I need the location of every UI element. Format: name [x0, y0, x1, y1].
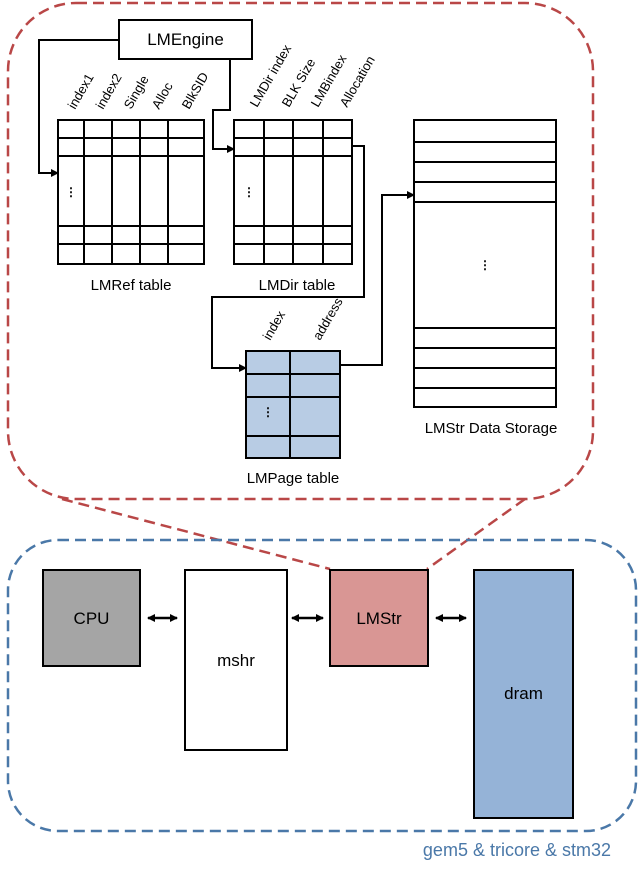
zoom-line-right [426, 497, 526, 571]
storage-label: LMStr Data Storage [425, 420, 558, 437]
lmpage-table-label: LMPage table [247, 470, 340, 487]
lmref-column-single: Single [121, 73, 152, 112]
lmref-table: ⋮ index1 index2 Single Alloc BlkSID LMRe… [57, 70, 212, 294]
lmengine-box: LMEngine [118, 19, 253, 60]
dram-block: dram [473, 569, 574, 819]
lmstr-block: LMStr [329, 569, 429, 667]
lmengine-to-lmref-arrow [38, 39, 119, 177]
lmengine-label: LMEngine [147, 30, 224, 49]
lmpage-ellipsis: ⋮ [262, 405, 274, 419]
lmdir-to-lmpage-arrow [211, 145, 365, 372]
lmstr-data-storage: ⋮ LMStr Data Storage [413, 119, 558, 437]
lmpage-table: ⋮ index address LMPage table [245, 295, 346, 487]
lmref-table-label: LMRef table [91, 277, 172, 294]
lmref-ellipsis: ⋮ [65, 185, 77, 199]
lmpage-to-storage-arrow [340, 191, 415, 366]
sim-boundary [6, 538, 638, 833]
lmref-column-alloc: Alloc [149, 79, 176, 111]
cpu-block: CPU [42, 569, 141, 667]
lmref-column-blksid: BlkSID [179, 70, 212, 112]
lmengine-to-lmdir-arrow [212, 59, 235, 153]
lmpage-column-index: index [260, 308, 289, 343]
lmpage-column-address: address [310, 295, 346, 343]
mshr-block: mshr [184, 569, 288, 751]
cpu-label: CPU [74, 609, 110, 628]
platform-label: gem5 & tricore & stm32 [423, 840, 611, 860]
lm-boundary [6, 1, 595, 501]
lmdir-table: ⋮ LMDir index BLK Size LMBindex Allocati… [233, 42, 378, 294]
mshr-label: mshr [217, 651, 255, 670]
lmref-column-index2: index2 [93, 71, 125, 112]
lmstr-label: LMStr [356, 609, 402, 628]
dram-label: dram [504, 684, 543, 703]
lmref-column-index1: index1 [65, 71, 97, 112]
lmdir-ellipsis: ⋮ [243, 185, 255, 199]
lmdir-table-label: LMDir table [259, 277, 336, 294]
zoom-line-left [61, 497, 331, 571]
storage-ellipsis: ⋮ [479, 258, 491, 272]
